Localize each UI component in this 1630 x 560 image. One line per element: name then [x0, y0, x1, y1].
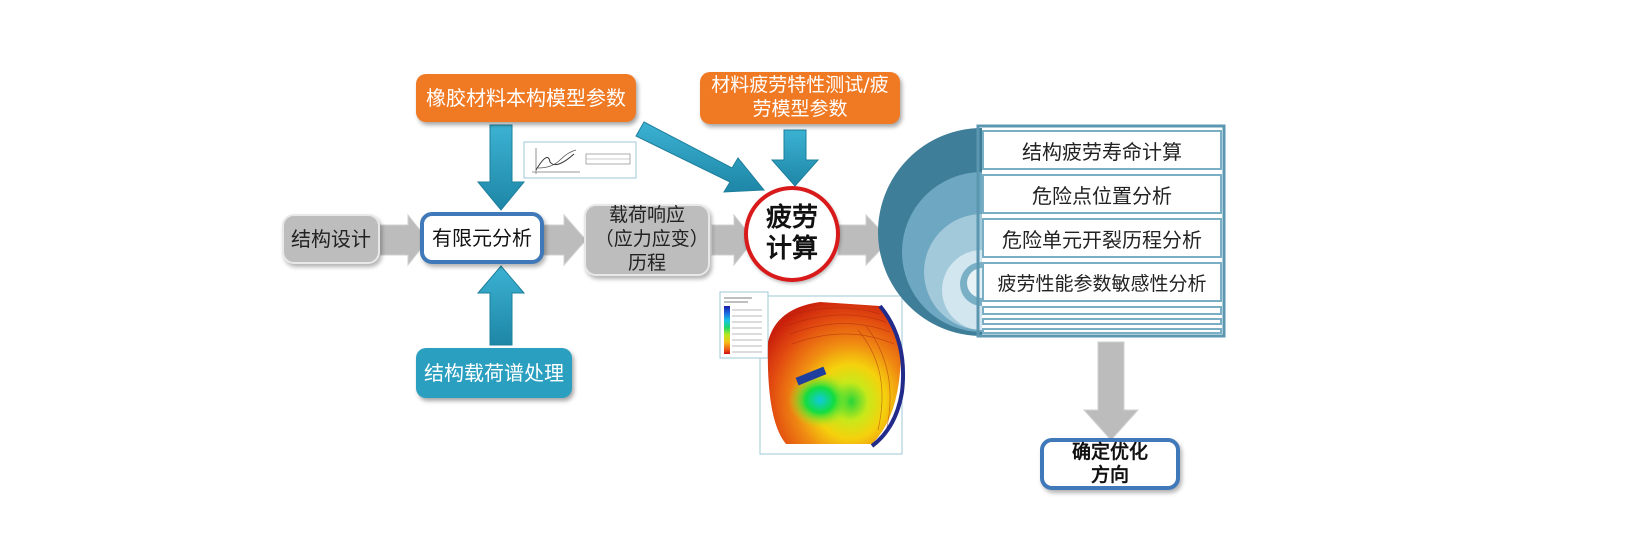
result-item-fatigue-life: 结构疲劳寿命计算 [982, 130, 1222, 170]
structure-design-label: 结构设计 [291, 227, 371, 251]
arrow-design-to-fea [379, 213, 429, 267]
fatigue-life-contour-image [719, 291, 906, 455]
arrow-rubber-to-fatigue-calc [635, 121, 766, 193]
result-item-empty-1 [982, 306, 1222, 315]
arrow-fea-to-load-response [539, 213, 587, 267]
result-item-empty-2 [982, 318, 1222, 325]
arrow-rubber-to-fea [476, 124, 526, 211]
fatigue-test-params-label: 材料疲劳特性测试/疲劳模型参数 [711, 74, 889, 120]
arrow-results-to-optimize [1082, 341, 1140, 441]
result-item-label: 疲劳性能参数敏感性分析 [997, 272, 1207, 295]
result-item-danger-point: 危险点位置分析 [982, 174, 1222, 214]
fatigue-test-params-box: 材料疲劳特性测试/疲劳模型参数 [700, 72, 900, 124]
result-item-empty-3 [982, 328, 1222, 334]
optimize-direction-box: 确定优化方向 [1040, 438, 1180, 490]
load-spectrum-box: 结构载荷谱处理 [416, 348, 572, 398]
result-item-crack-history: 危险单元开裂历程分析 [982, 218, 1222, 258]
fea-box: 有限元分析 [420, 212, 544, 264]
arrow-spectrum-to-fea [476, 265, 526, 346]
load-response-box: 载荷响应（应力应变）历程 [584, 204, 710, 276]
rubber-material-params-label: 橡胶材料本构模型参数 [426, 86, 626, 110]
fatigue-calc-circle: 疲劳计算 [744, 186, 840, 282]
result-item-sensitivity: 疲劳性能参数敏感性分析 [982, 262, 1222, 302]
fatigue-calc-label: 疲劳计算 [765, 202, 818, 264]
arrow-fatigue-to-results [837, 213, 891, 267]
stress-strain-curve-thumbnail [523, 141, 637, 179]
load-response-label: 载荷响应（应力应变）历程 [594, 204, 700, 274]
rubber-material-params-box: 橡胶材料本构模型参数 [416, 74, 636, 122]
result-item-label: 危险点位置分析 [1032, 183, 1172, 208]
results-semicircle-decoration [878, 124, 1226, 338]
result-item-label: 结构疲劳寿命计算 [1022, 139, 1182, 164]
optimize-direction-label: 确定优化方向 [1071, 441, 1148, 486]
result-item-label: 危险单元开裂历程分析 [1002, 227, 1202, 252]
structure-design-box: 结构设计 [282, 214, 380, 264]
arrow-fatigue-test-to-calc [770, 129, 820, 187]
fea-label: 有限元分析 [432, 226, 532, 250]
arrow-load-response-to-fatigue [711, 213, 755, 267]
load-spectrum-label: 结构载荷谱处理 [424, 361, 564, 385]
